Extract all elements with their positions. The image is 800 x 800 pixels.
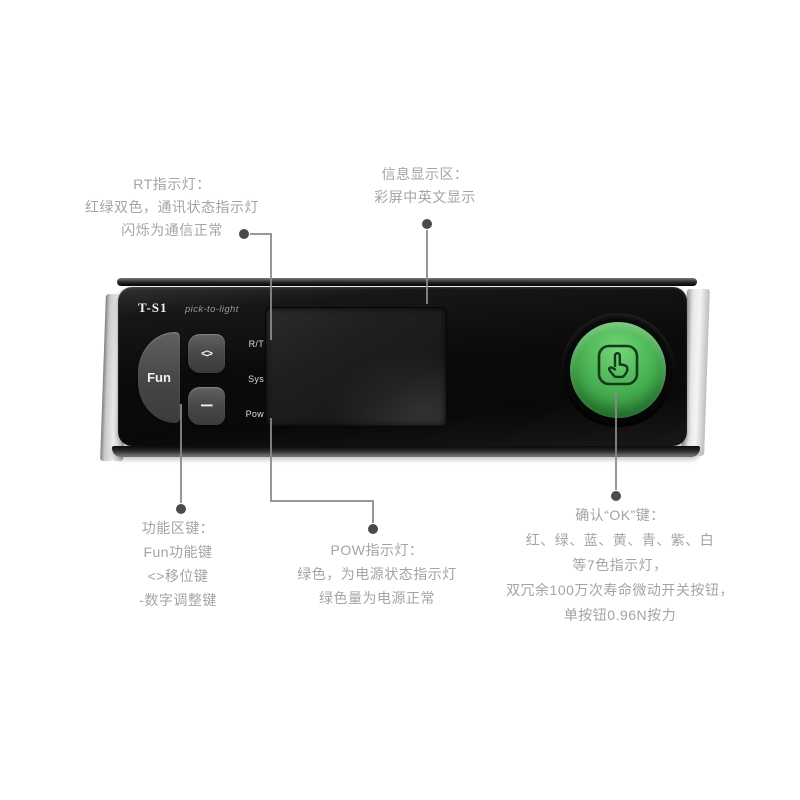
annotation-line: 红绿双色，通讯状态指示灯 — [85, 199, 259, 215]
annotation-line: -数字调整键 — [139, 592, 217, 608]
annotation-line: 等7色指示灯， — [572, 557, 668, 573]
annotation-line: RT指示灯： — [133, 176, 211, 192]
annotation-line: 彩屏中英文显示 — [374, 189, 476, 205]
annotation-line: 红、绿、蓝、黄、青、紫、白 — [525, 532, 715, 548]
fun-button-label: Fun — [147, 370, 171, 385]
callout-dot-function-keys — [176, 504, 186, 514]
shift-button-label: <> — [201, 347, 213, 360]
annotation-line: 确认“OK”键： — [575, 507, 665, 523]
annotation-line: 闪烁为通信正常 — [121, 222, 223, 238]
annotation-function-keys: 功能区键： Fun功能键 <>移位键 -数字调整键 — [78, 516, 278, 612]
display-screen — [265, 307, 447, 427]
fun-button[interactable]: Fun — [138, 332, 180, 423]
led-label-pow: Pow — [245, 409, 264, 419]
annotation-line: 功能区键： — [141, 520, 215, 536]
ok-button[interactable] — [570, 322, 666, 418]
device-top-edge — [117, 278, 697, 286]
device-bottom-edge — [112, 446, 700, 457]
annotation-line: POW指示灯： — [330, 542, 424, 558]
led-label-rt: R/T — [248, 339, 264, 349]
minus-button-label: − — [199, 396, 214, 415]
annotation-line: 单按钮0.96N按力 — [563, 607, 677, 623]
annotation-display-area: 信息显示区： 彩屏中英文显示 — [325, 163, 525, 209]
annotation-line: 双冗余100万次寿命微动开关按钮， — [506, 582, 734, 598]
annotation-line: <>移位键 — [147, 568, 209, 584]
annotation-line: 绿色，为电源状态指示灯 — [297, 566, 457, 582]
callout-dot-display — [422, 219, 432, 229]
minus-button[interactable]: − — [188, 387, 225, 425]
annotation-ok-button: 确认“OK”键： 红、绿、蓝、黄、青、紫、白 等7色指示灯， 双冗余100万次寿… — [495, 503, 745, 628]
annotation-rt-indicator: RT指示灯： 红绿双色，通讯状态指示灯 闪烁为通信正常 — [60, 173, 284, 242]
callout-dot-ok — [611, 491, 621, 501]
annotation-line: Fun功能键 — [143, 544, 213, 560]
annotation-line: 信息显示区： — [381, 166, 469, 182]
device-front-panel: T-S1 pick-to-light Fun <> − R/T Sys Pow — [118, 287, 687, 446]
annotation-pow-indicator: POW指示灯： 绿色，为电源状态指示灯 绿色量为电源正常 — [267, 538, 487, 610]
annotation-line: 绿色量为电源正常 — [319, 590, 435, 606]
callout-dot-pow — [368, 524, 378, 534]
shift-button[interactable]: <> — [188, 334, 225, 373]
touch-hand-icon — [597, 344, 639, 386]
led-label-sys: Sys — [248, 374, 264, 384]
product-tagline: pick-to-light — [185, 304, 239, 315]
model-label: T-S1 — [138, 300, 168, 315]
